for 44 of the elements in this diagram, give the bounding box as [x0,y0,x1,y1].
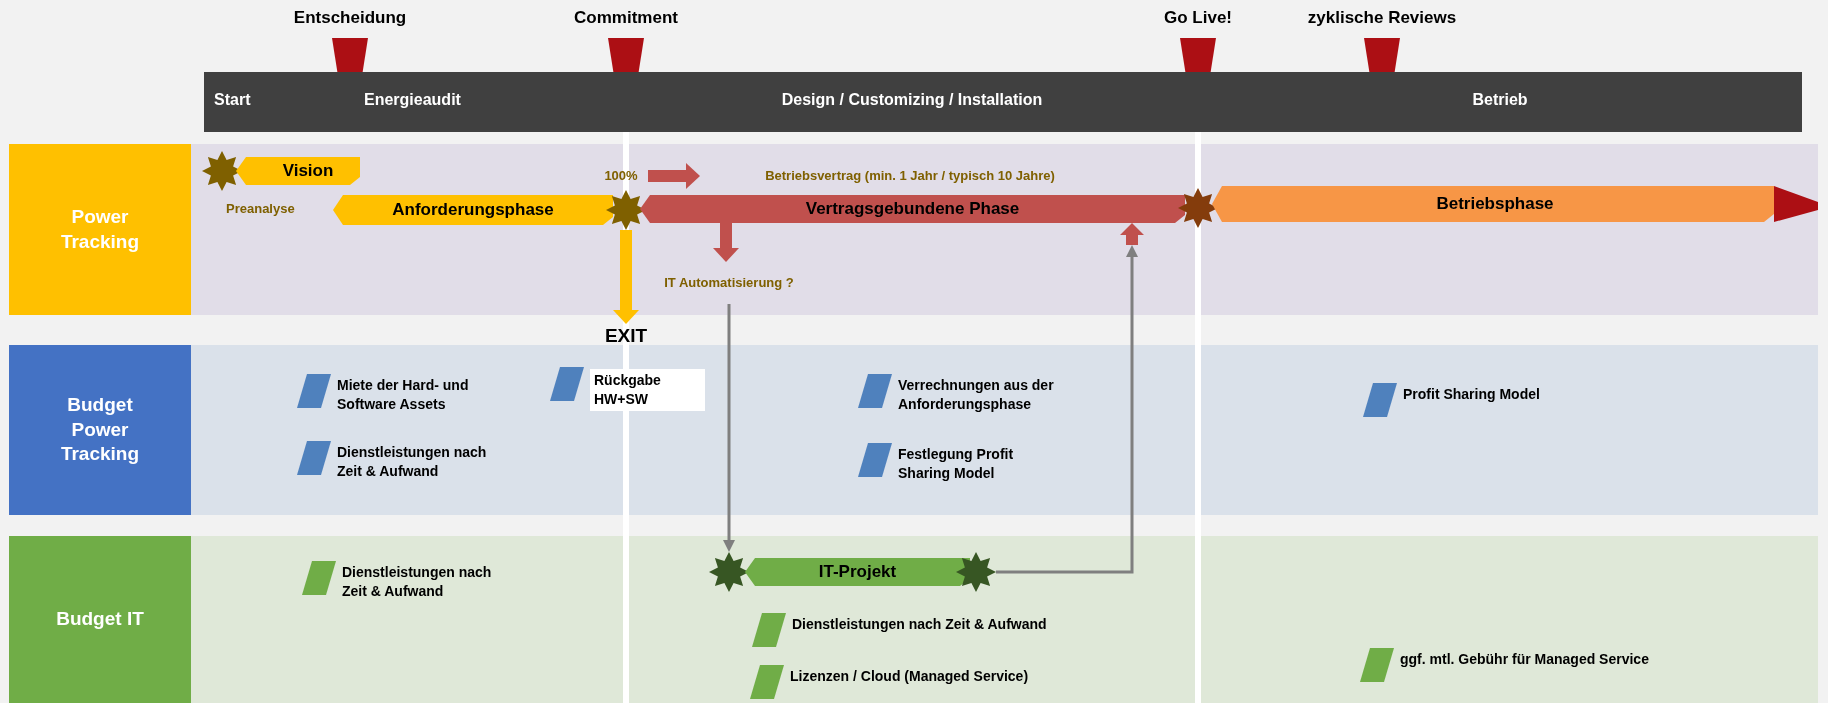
text-label: Dienstleistungen nach Zeit & Aufwand [337,443,487,481]
phase-header-bar [1198,72,1802,132]
milestone-label: zyklische Reviews [1306,8,1458,28]
phase-bar [1212,186,1818,222]
milestone-label: Commitment [573,8,679,28]
phase-label: Start [214,91,251,109]
milestone-label: Go Live! [1163,8,1233,28]
lane-header [9,536,191,703]
phase-bar [236,157,360,185]
lane-title: Power Tracking [59,204,141,254]
phase-label: Energieaudit [364,91,461,109]
phase-label: Vertragsgebundene Phase [804,198,1021,220]
phase-bar [333,195,613,225]
text-label: Festlegung Profit Sharing Model [898,445,1015,483]
note-label: Rückgabe HW+SW [590,369,705,411]
node-label: EXIT [596,324,656,348]
text-label: Lizenzen / Cloud (Managed Service) [790,667,1030,686]
phase-bar [640,195,1185,223]
phase-label: Betrieb [1471,91,1529,109]
text-label: Dienstleistungen nach Zeit & Aufwand [342,563,492,601]
phase-label: Design / Customizing / Installation [780,91,1044,109]
text-label: Verrechnungen aus der Anforderungsphase [898,376,1055,414]
phase-label: Anforderungsphase [391,199,555,221]
text-label: Profit Sharing Model [1403,385,1541,404]
node-label: Betriebsvertrag (min. 1 Jahr / typisch 10 Jahre) [700,166,1120,186]
phase-label: Betriebsphase [1435,193,1555,215]
milestone-star [709,552,749,592]
node-label: IT Automatisierung ? [652,262,806,304]
text-label: Preanalyse [226,200,296,218]
text-label: Dienstleistungen nach Zeit & Aufwand [792,615,1048,634]
text-label: Miete der Hard- und Software Assets [337,376,470,414]
phase-label: IT-Projekt [817,561,898,583]
milestone-star [1178,188,1218,228]
lane-title: Budget IT [55,607,145,632]
lane-title: Budget Power Tracking [59,392,141,467]
node-label: 100% [594,166,648,186]
lane-header [9,144,191,315]
phase-bar [745,558,970,586]
phase-label: Vision [281,160,335,182]
milestone-label: Entscheidung [292,8,408,28]
milestone-star [956,552,996,592]
text-label: ggf. mtl. Gebühr für Managed Service [1400,650,1650,669]
phase-header-bar [204,72,626,132]
lane-header [9,345,191,515]
